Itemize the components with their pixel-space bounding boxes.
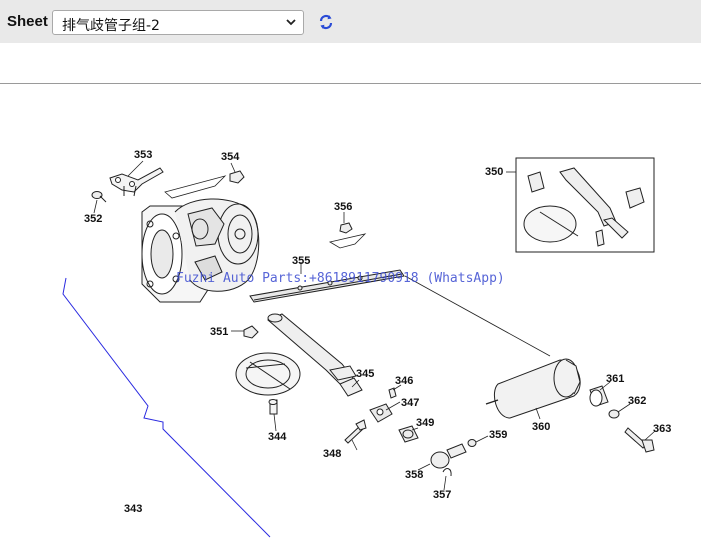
callout-343: 343 [124, 503, 142, 515]
washer-362 [608, 409, 620, 419]
nut-351 [243, 325, 259, 339]
rail-355 [249, 269, 405, 303]
callout-351: 351 [210, 326, 228, 338]
toolbar: Sheet 排气歧管子组-2 [0, 0, 701, 43]
callout-354: 354 [221, 151, 240, 163]
callout-359: 359 [489, 429, 507, 441]
sheet-select[interactable]: 排气歧管子组-2 [52, 10, 304, 35]
nut-356 [328, 222, 367, 249]
watermark-text: Fuzhi Auto Parts:+8618911790918 (WhatsAp… [176, 271, 505, 286]
bolt-348 [344, 419, 367, 444]
manifold-housing [141, 198, 260, 303]
callout-353: 353 [134, 149, 152, 161]
shaft-345 [267, 313, 363, 397]
bolt-352 [91, 191, 107, 203]
valve-plate-344 [235, 352, 301, 415]
bracket-353 [109, 167, 164, 197]
callout-362: 362 [628, 395, 646, 407]
callout-346: 346 [395, 375, 413, 387]
callout-345: 345 [356, 368, 374, 380]
inset-350 [506, 157, 655, 253]
callout-350: 350 [485, 166, 503, 178]
pin-346 [388, 387, 397, 399]
leader-lines [93, 160, 656, 491]
clip-357 [442, 468, 452, 477]
ball-358 [430, 443, 467, 469]
divider [0, 83, 701, 84]
refresh-icon[interactable] [317, 13, 335, 31]
callout-358: 358 [405, 469, 423, 481]
callout-356: 356 [334, 201, 352, 213]
callout-355: 355 [292, 255, 310, 267]
sheet-select-value: 排气歧管子组-2 [62, 18, 160, 34]
parts-diagram: 343 344 345 346 347 348 349 350 351 352 … [62, 149, 671, 538]
callout-361: 361 [606, 373, 624, 385]
callout-352: 352 [84, 213, 102, 225]
assembly-bracket-343 [62, 277, 271, 538]
callout-347: 347 [401, 397, 419, 409]
sheet-label: Sheet [7, 13, 48, 30]
chevron-down-icon [286, 19, 296, 26]
bolt-363 [624, 427, 655, 453]
callout-363: 363 [653, 423, 671, 435]
bushing-361 [589, 385, 609, 407]
callout-357: 357 [433, 489, 451, 501]
clamp-347 [369, 403, 393, 423]
callout-348: 348 [323, 448, 341, 460]
washer-359 [467, 439, 477, 447]
callout-349: 349 [416, 417, 434, 429]
callout-360: 360 [532, 421, 550, 433]
callout-344: 344 [268, 431, 287, 443]
nut-354 [229, 170, 245, 184]
actuator-360 [485, 358, 581, 419]
